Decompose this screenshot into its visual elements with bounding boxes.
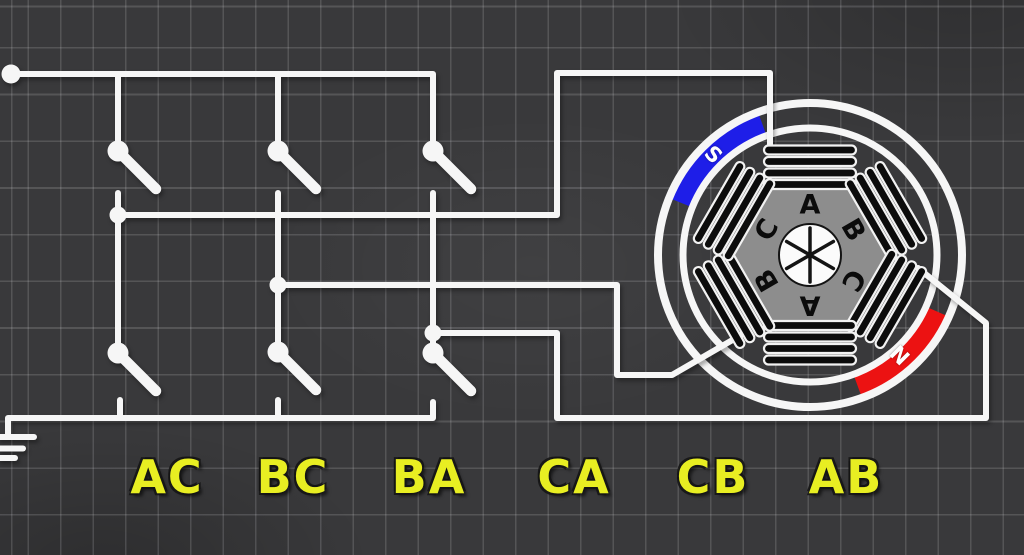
switch-bottom-3 (422, 342, 477, 397)
switch-bottom-2 (267, 341, 322, 396)
phase-b-junction-dot (269, 276, 287, 294)
phase-c-route (430, 265, 989, 421)
step-label-ab: AB (808, 450, 884, 504)
winding-label-a-bottom: A (799, 289, 821, 321)
step-label-cb: CB (676, 450, 750, 504)
phase-c-junction-dot (424, 324, 442, 342)
south-magnet-arc (668, 111, 768, 209)
motor-outer-ring (654, 99, 966, 411)
winding-label-a-top: A (799, 189, 821, 221)
step-label-bc: BC (256, 450, 330, 504)
phase-a-route (115, 70, 773, 218)
coil-a-top (762, 144, 858, 191)
switch-top-2 (267, 140, 322, 195)
ground-icon (0, 434, 37, 461)
north-magnet-arc (852, 305, 950, 399)
circuit-wiring (0, 64, 989, 461)
phase-a-junction-dot (109, 206, 127, 224)
step-label-ba: BA (391, 450, 467, 504)
switch-bottom-1 (107, 342, 162, 397)
supply-rail (8, 71, 436, 154)
motor-inner-ring (679, 124, 941, 386)
step-label-ac: AC (130, 450, 204, 504)
supply-terminal-dot (1, 64, 21, 84)
rotor-hub-icon (778, 223, 842, 287)
switch-top-1 (107, 140, 162, 195)
step-label-ca: CA (537, 450, 611, 504)
phase-b-route (275, 282, 751, 378)
switch-top-3 (422, 140, 477, 195)
ground-bus (5, 399, 436, 440)
motor-stator-core (691, 144, 929, 366)
coil-a-bottom (762, 319, 858, 366)
motor-stator-shell (654, 99, 966, 411)
